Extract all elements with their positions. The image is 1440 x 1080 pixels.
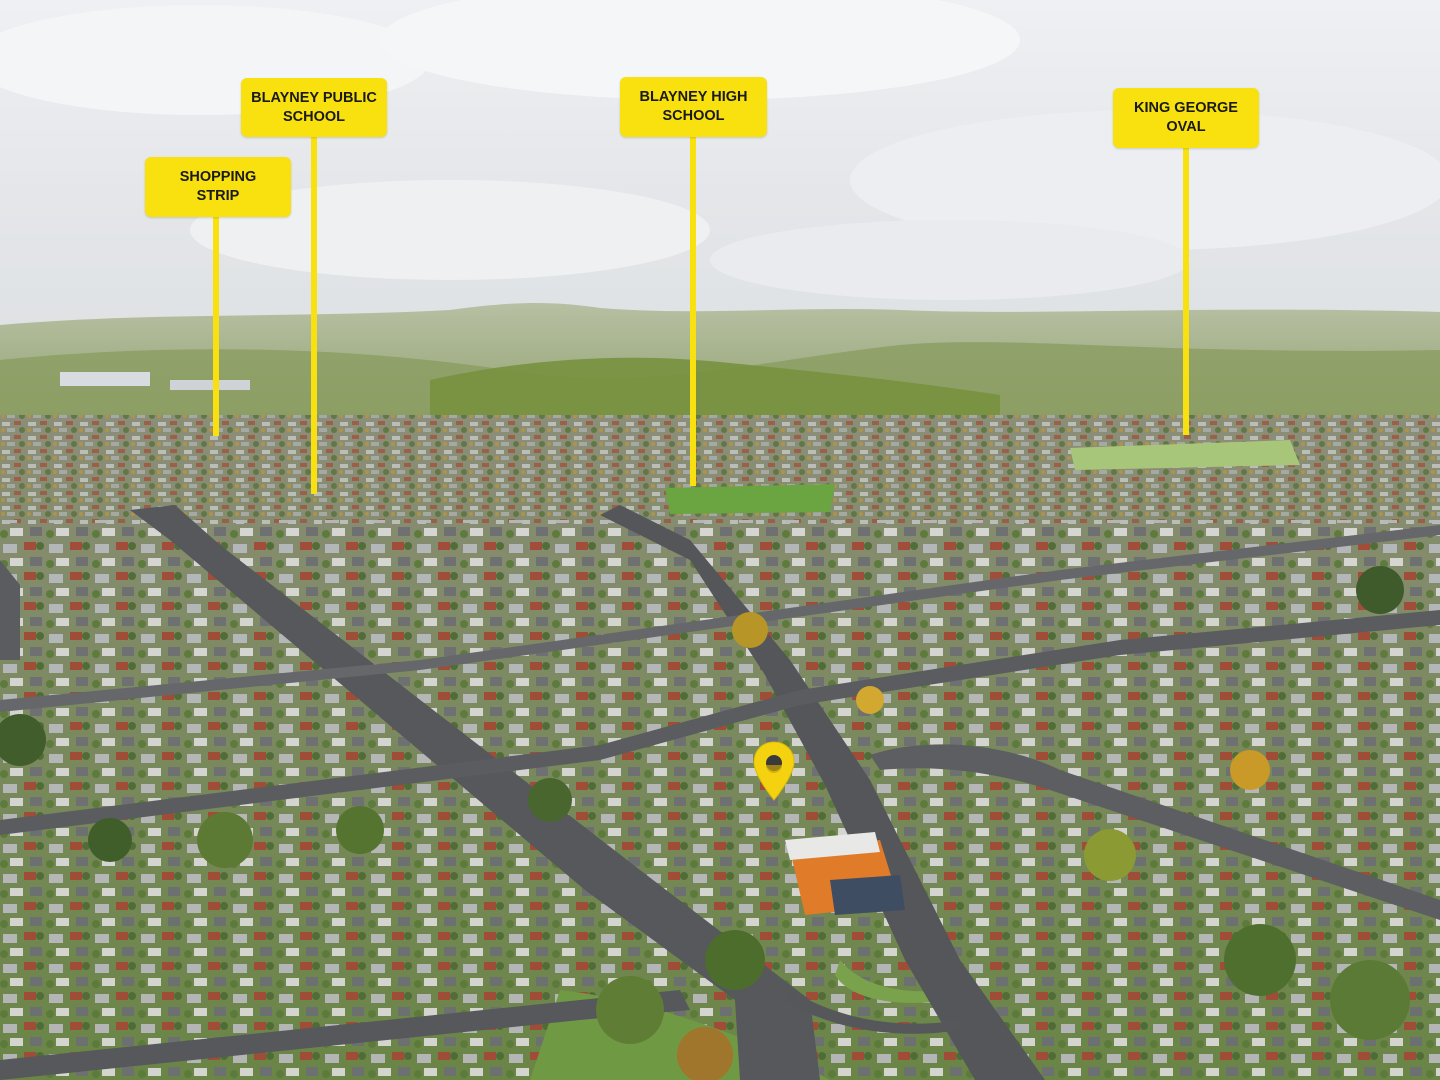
callout-stem [690,134,696,486]
callout-stem [1183,145,1189,435]
map-pin-icon [753,741,795,801]
callout-stem [213,214,219,436]
callout-label-blayney-high-school: BLAYNEY HIGH SCHOOL [620,77,767,137]
callout-label-king-george-oval: KING GEORGE OVAL [1113,88,1259,148]
callout-label-blayney-public-school: BLAYNEY PUBLIC SCHOOL [241,78,387,137]
callout-stem [311,134,317,494]
callout-label-shopping-strip: SHOPPING STRIP [145,157,291,217]
